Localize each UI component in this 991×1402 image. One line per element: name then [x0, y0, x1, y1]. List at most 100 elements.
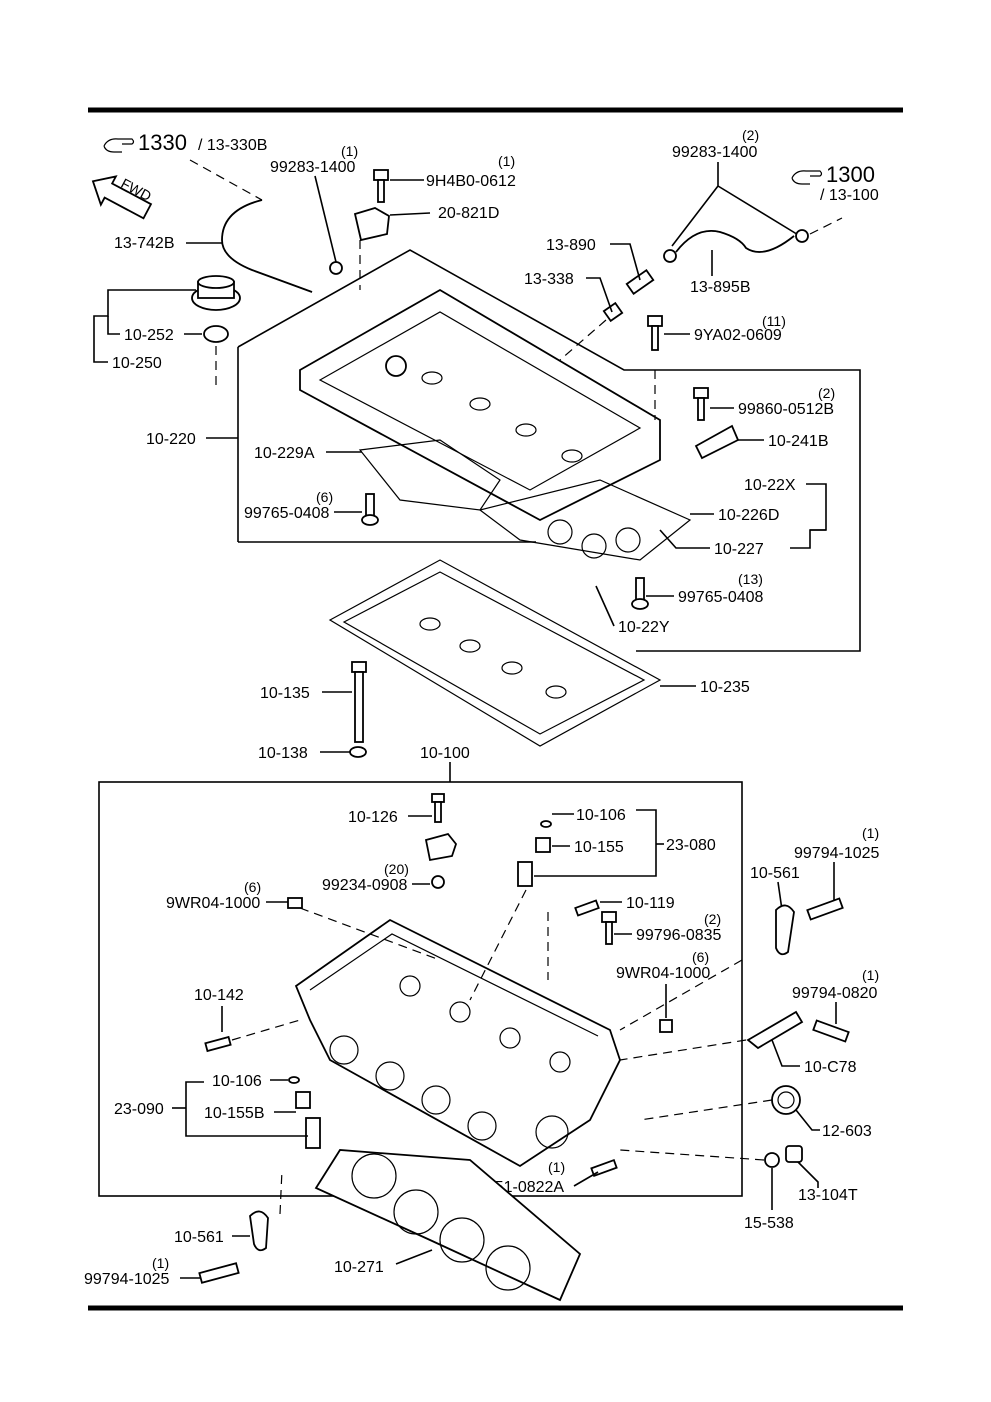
- qty-99283-1400-left: (1): [341, 143, 358, 159]
- label-13-890[interactable]: 13-890: [546, 237, 596, 254]
- label-9wr04-1000-right[interactable]: 9WR04-1000: [616, 965, 710, 982]
- label-99283-1400-left[interactable]: 99283-1400: [270, 159, 356, 176]
- washer-10-138: [349, 746, 367, 758]
- label-13-895b[interactable]: 13-895B: [690, 279, 751, 296]
- label-10-561-left[interactable]: 10-561: [174, 1229, 224, 1246]
- oil-filler-hole: [385, 355, 407, 377]
- label-10-22y[interactable]: 10-22Y: [618, 619, 670, 636]
- ref-1330[interactable]: 1330: [138, 130, 187, 155]
- qty-99851: (1): [548, 1159, 565, 1175]
- hook-10-561-left: [249, 1210, 269, 1252]
- leader-13-104t: [797, 1161, 819, 1188]
- label-99234-0908[interactable]: 99234-0908: [322, 877, 408, 894]
- label-9h4b0-0612[interactable]: 9H4B0-0612: [426, 173, 516, 190]
- bolt-10-126-shank: [434, 801, 442, 823]
- label-10-22x[interactable]: 10-22X: [744, 477, 796, 494]
- leader-13-338: [586, 277, 613, 313]
- label-99796-0835[interactable]: 99796-0835: [636, 927, 722, 944]
- label-99794-1025-left[interactable]: 99794-1025: [84, 1271, 170, 1288]
- label-23-090[interactable]: 23-090: [114, 1101, 164, 1118]
- label-10-271[interactable]: 10-271: [334, 1259, 384, 1276]
- bolt-99794-0820: [812, 1019, 850, 1043]
- label-10-226d[interactable]: 10-226D: [718, 507, 779, 524]
- label-10-138[interactable]: 10-138: [258, 745, 308, 762]
- label-13-338[interactable]: 13-338: [524, 271, 574, 288]
- label-10-241b[interactable]: 10-241B: [768, 433, 829, 450]
- leader-23-080-bracket: [534, 809, 657, 877]
- label-10-100[interactable]: 10-100: [420, 745, 470, 762]
- label-10-106-top[interactable]: 10-106: [576, 807, 626, 824]
- hose-clamp-right-a: [663, 249, 677, 263]
- gasket-ring-2: [459, 639, 481, 653]
- label-99283-1400-right[interactable]: 99283-1400: [672, 144, 758, 161]
- cover-group-frame: [237, 249, 861, 652]
- label-10-155b[interactable]: 10-155B: [204, 1105, 265, 1122]
- screw-99765-right: [635, 577, 645, 601]
- qty-99283-1400-right: (2): [742, 127, 759, 143]
- label-10-561-right[interactable]: 10-561: [750, 865, 800, 882]
- label-20-821d[interactable]: 20-821D: [438, 205, 499, 222]
- hose-13-104t: [785, 1145, 803, 1163]
- label-99860-0512b[interactable]: 99860-0512B: [738, 401, 834, 418]
- cam-cap: [424, 832, 458, 862]
- cylinder-head-edge: [309, 933, 599, 1037]
- port-4: [467, 1111, 497, 1141]
- label-10-126[interactable]: 10-126: [348, 809, 398, 826]
- gasket-ring-3: [501, 661, 523, 675]
- head-bolt-10-135-head: [351, 661, 367, 673]
- gasket-10-229a: [358, 439, 501, 511]
- plug-12-603-dash: [639, 1099, 773, 1121]
- nut-99234: [431, 875, 445, 889]
- label-10-252[interactable]: 10-252: [124, 327, 174, 344]
- leader-10-271: [395, 1249, 433, 1265]
- plug-9wr04-right: [659, 1019, 673, 1033]
- oil-cap-top: [197, 275, 235, 289]
- bolt-9ya02-head: [647, 315, 663, 327]
- label-10-106-bottom[interactable]: 10-106: [212, 1073, 262, 1090]
- label-10-227[interactable]: 10-227: [714, 541, 764, 558]
- label-10-135[interactable]: 10-135: [260, 685, 310, 702]
- ref-13-100[interactable]: / 13-100: [820, 187, 879, 204]
- bracket-10-c78: [746, 1010, 804, 1050]
- leader-20-821d: [389, 212, 431, 216]
- label-15-538[interactable]: 15-538: [744, 1215, 794, 1232]
- label-9ya02-0609[interactable]: 9YA02-0609: [694, 327, 782, 344]
- label-99765-0408-left[interactable]: 99765-0408: [244, 505, 330, 522]
- leader-13-890: [610, 243, 641, 281]
- hand-pointer-icon: [103, 138, 135, 153]
- label-23-080[interactable]: 23-080: [666, 837, 716, 854]
- leader-10-252-a: [107, 316, 120, 335]
- bracket-10-241b: [694, 424, 740, 460]
- port-5: [535, 1115, 569, 1149]
- qty-99794-0820: (1): [862, 967, 879, 983]
- label-12-603[interactable]: 12-603: [822, 1123, 872, 1140]
- label-99794-1025-right[interactable]: 99794-1025: [794, 845, 880, 862]
- gasket-10-235-inner: [342, 571, 646, 735]
- label-10-250[interactable]: 10-250: [112, 355, 162, 372]
- ref-1330-leader: [189, 159, 263, 201]
- cam-journal-3: [499, 1027, 521, 1049]
- pcv-dash: [559, 319, 607, 361]
- label-10-c78[interactable]: 10-C78: [804, 1059, 857, 1076]
- breather-hose-left: [221, 199, 313, 293]
- label-10-229a[interactable]: 10-229A: [254, 445, 315, 462]
- label-10-155[interactable]: 10-155: [574, 839, 624, 856]
- label-13-742b[interactable]: 13-742B: [114, 235, 175, 252]
- ref-1300[interactable]: 1300: [826, 162, 875, 187]
- bolt-99794-1025-left: [198, 1262, 240, 1284]
- qty-99765-left: (6): [316, 489, 333, 505]
- label-10-220[interactable]: 10-220: [146, 431, 196, 448]
- label-99765-0408-right[interactable]: 99765-0408: [678, 589, 764, 606]
- fwd-arrow-icon: [91, 175, 153, 220]
- cylinder-head: [294, 918, 621, 1168]
- ref-13-330b[interactable]: / 13-330B: [198, 137, 267, 154]
- label-10-119[interactable]: 10-119: [626, 895, 675, 912]
- bolt-99796-shank: [605, 921, 613, 945]
- label-10-142[interactable]: 10-142: [194, 987, 244, 1004]
- label-13-104t[interactable]: 13-104T: [798, 1187, 858, 1204]
- hook-left-dash: [279, 1169, 283, 1215]
- label-9wr04-1000-left[interactable]: 9WR04-1000: [166, 895, 260, 912]
- screw-99765-right-head: [631, 598, 649, 610]
- label-99794-0820[interactable]: 99794-0820: [792, 985, 878, 1002]
- label-10-235[interactable]: 10-235: [700, 679, 750, 696]
